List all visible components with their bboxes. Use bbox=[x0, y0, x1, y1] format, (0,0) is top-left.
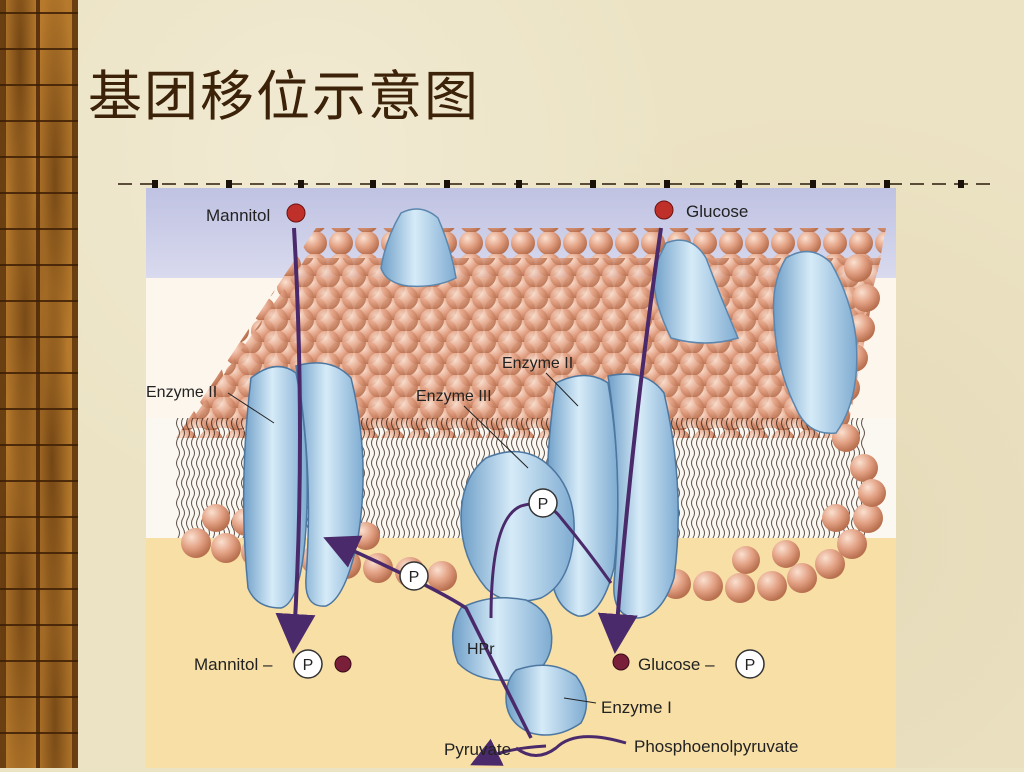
enzyme-i bbox=[505, 664, 588, 736]
group-translocation-figure: P P P P Mannitol Glucose Enzyme II Enzym… bbox=[146, 188, 896, 768]
phosphate-label-glucose: P bbox=[745, 657, 756, 674]
pyruvate-output-arrow bbox=[470, 738, 547, 766]
pep-input-path bbox=[515, 735, 627, 757]
label-hpr: HPr bbox=[467, 641, 495, 658]
slide-title: 基团移位示意图 bbox=[88, 65, 480, 128]
label-phosphoenolpyruvate: Phosphoenolpyruvate bbox=[634, 737, 798, 756]
surface-protein-1 bbox=[380, 208, 457, 288]
label-glucose-bottom: Glucose – bbox=[638, 655, 715, 674]
glucose-molecule-outside bbox=[654, 200, 674, 220]
phosphate-badge-mannitol bbox=[293, 649, 323, 679]
mannitol-phosphate-molecule bbox=[334, 655, 352, 673]
phosphate-transfer-path-left bbox=[323, 535, 533, 739]
phosphate-badge-center bbox=[528, 488, 558, 518]
phosphate-badge-glucose bbox=[735, 649, 765, 679]
label-mannitol-top: Mannitol bbox=[206, 206, 270, 225]
phosphate-label-center: P bbox=[538, 496, 549, 513]
label-glucose-top: Glucose bbox=[686, 202, 748, 221]
phosphate-label-left: P bbox=[409, 569, 420, 586]
label-enzyme-iii: Enzyme III bbox=[416, 388, 492, 405]
label-mannitol-bottom: Mannitol – bbox=[194, 655, 273, 674]
dashed-divider bbox=[118, 180, 993, 188]
mannitol-molecule-outside bbox=[286, 203, 306, 223]
label-pyruvate: Pyruvate bbox=[444, 740, 511, 759]
glucose-transport-arrow bbox=[597, 227, 663, 654]
enzyme-ii-right-subunit-b bbox=[607, 373, 679, 619]
glucose-phosphate-molecule bbox=[612, 653, 630, 671]
label-enzyme-i: Enzyme I bbox=[601, 698, 672, 717]
pts-diagram: P P P P Mannitol Glucose Enzyme II Enzym… bbox=[146, 188, 896, 768]
phosphate-badge-left bbox=[399, 561, 429, 591]
label-leaders bbox=[227, 372, 597, 704]
label-enzyme-ii-left: Enzyme II bbox=[146, 384, 217, 401]
decorative-side-strip bbox=[0, 0, 78, 768]
surface-protein-3 bbox=[772, 250, 858, 435]
mannitol-transport-arrow bbox=[275, 227, 316, 654]
label-enzyme-ii-right: Enzyme II bbox=[502, 355, 573, 372]
surface-protein-2 bbox=[652, 239, 740, 344]
phosphate-label-mannitol: P bbox=[303, 657, 314, 674]
